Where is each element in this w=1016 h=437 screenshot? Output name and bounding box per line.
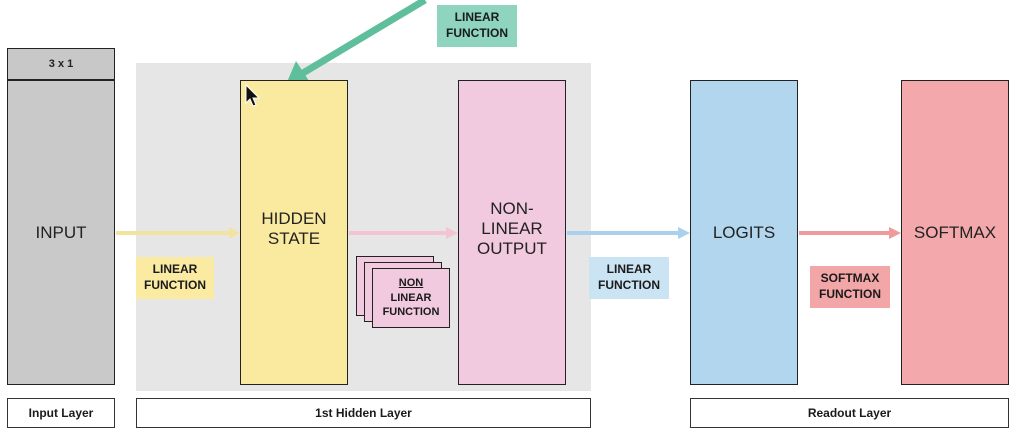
readout-layer-label: Readout Layer: [690, 398, 1009, 428]
input-dimension-label: 3 x 1: [7, 48, 115, 80]
softmax-block: SOFTMAX: [901, 80, 1009, 385]
arrow-hidden-to-nlo-head: [446, 227, 458, 239]
softmax-function-tag: SOFTMAX FUNCTION: [810, 266, 890, 308]
arrow-input-to-hidden-head: [229, 227, 240, 239]
top-linear-function-tag: LINEAR FUNCTION: [437, 5, 517, 47]
non-linear-card-line3: FUNCTION: [382, 306, 440, 319]
arrow-top-linear: [301, 0, 427, 77]
arrow-top-linear-head: [287, 61, 311, 84]
cursor-icon: [245, 84, 261, 107]
hidden-layer-label: 1st Hidden Layer: [136, 398, 591, 428]
non-linear-card-line1: NON: [398, 276, 424, 289]
input-block: INPUT: [7, 80, 115, 385]
hidden-state-block: HIDDEN STATE: [240, 80, 348, 385]
output-linear-function-tag: LINEAR FUNCTION: [589, 257, 669, 299]
input-linear-function-tag: LINEAR FUNCTION: [136, 257, 214, 299]
non-linear-card-line2: LINEAR: [390, 291, 432, 304]
non-linear-function-card: NON LINEAR FUNCTION: [372, 268, 450, 328]
logits-block: LOGITS: [690, 80, 798, 385]
arrow-logits-to-softmax-head: [889, 227, 901, 239]
arrow-nlo-to-logits-head: [678, 227, 690, 239]
input-layer-label: Input Layer: [7, 398, 115, 428]
non-linear-output-block: NON- LINEAR OUTPUT: [458, 80, 566, 385]
